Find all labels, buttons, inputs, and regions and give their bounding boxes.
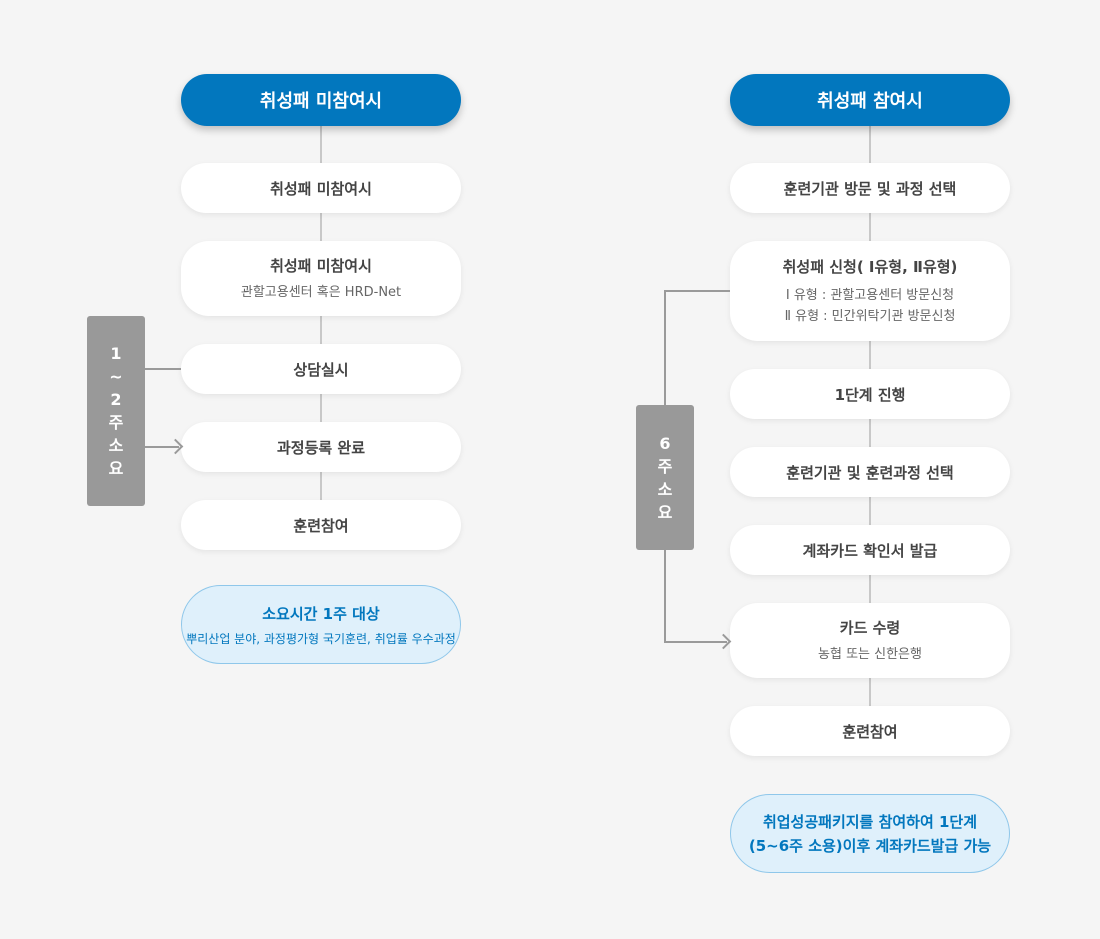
left-duration-badge: 1 ~ 2 주 소 요 [87, 316, 145, 506]
step-title: 훈련기관 및 훈련과정 선택 [786, 463, 954, 482]
left-flow-header: 취성패 미참여시 [181, 74, 461, 126]
step-title: 취성패 미참여시 [270, 256, 372, 275]
right-note: 취업성공패키지를 참여하여 1단계 (5~6주 소용)이후 계좌카드발급 가능 [730, 794, 1010, 873]
right-flow-header: 취성패 참여시 [730, 74, 1010, 126]
note-subtitle: 뿌리산업 분야, 과정평가형 국기훈련, 취업률 우수과정 [186, 631, 456, 646]
note-line-2: (5~6주 소용)이후 계좌카드발급 가능 [748, 836, 992, 855]
left-step-2: 취성패 미참여시 관할고용센터 혹은 HRD-Net [181, 241, 461, 316]
left-step-4: 과정등록 완료 [181, 422, 461, 472]
step-title: 훈련기관 방문 및 과정 선택 [783, 179, 957, 198]
step-subtitle: 관할고용센터 혹은 HRD-Net [240, 284, 402, 300]
left-duration-line-top [145, 368, 181, 370]
left-note: 소요시간 1주 대상 뿌리산업 분야, 과정평가형 국기훈련, 취업률 우수과정 [181, 585, 461, 664]
step-title: 1단계 진행 [834, 385, 906, 404]
right-step-2: 취성패 신청( Ⅰ유형, Ⅱ유형) Ⅰ 유형 : 관할고용센터 방문신청 Ⅱ 유… [730, 241, 1010, 341]
note-title: 소요시간 1주 대상 [262, 604, 380, 623]
right-bracket-bottom [664, 641, 727, 643]
step-title: 훈련참여 [842, 722, 898, 741]
note-line-1: 취업성공패키지를 참여하여 1단계 [762, 812, 978, 831]
right-step-4: 훈련기관 및 훈련과정 선택 [730, 447, 1010, 497]
step-title: 취성패 미참여시 [270, 179, 372, 198]
left-step-1: 취성패 미참여시 [181, 163, 461, 213]
step-title: 카드 수령 [839, 618, 901, 637]
right-step-1: 훈련기관 방문 및 과정 선택 [730, 163, 1010, 213]
right-step-7: 훈련참여 [730, 706, 1010, 756]
right-step-6: 카드 수령 농협 또는 신한은행 [730, 603, 1010, 678]
step-title: 과정등록 완료 [276, 438, 366, 457]
right-duration-badge: 6 주 소 요 [636, 405, 694, 550]
step-title: 상담실시 [293, 360, 349, 379]
left-step-3: 상담실시 [181, 344, 461, 394]
right-step-5: 계좌카드 확인서 발급 [730, 525, 1010, 575]
right-step-3: 1단계 진행 [730, 369, 1010, 419]
step-subtitle: Ⅰ 유형 : 관할고용센터 방문신청 Ⅱ 유형 : 민간위탁기관 방문신청 [784, 287, 956, 324]
step-title: 계좌카드 확인서 발급 [802, 541, 938, 560]
step-title: 취성패 신청( Ⅰ유형, Ⅱ유형) [782, 257, 958, 276]
left-duration-line-bottom [145, 446, 179, 448]
arrow-right-icon [715, 633, 732, 650]
step-subtitle: 농협 또는 신한은행 [818, 646, 922, 662]
left-step-5: 훈련참여 [181, 500, 461, 550]
step-title: 훈련참여 [293, 516, 349, 535]
right-bracket-top [664, 290, 730, 292]
